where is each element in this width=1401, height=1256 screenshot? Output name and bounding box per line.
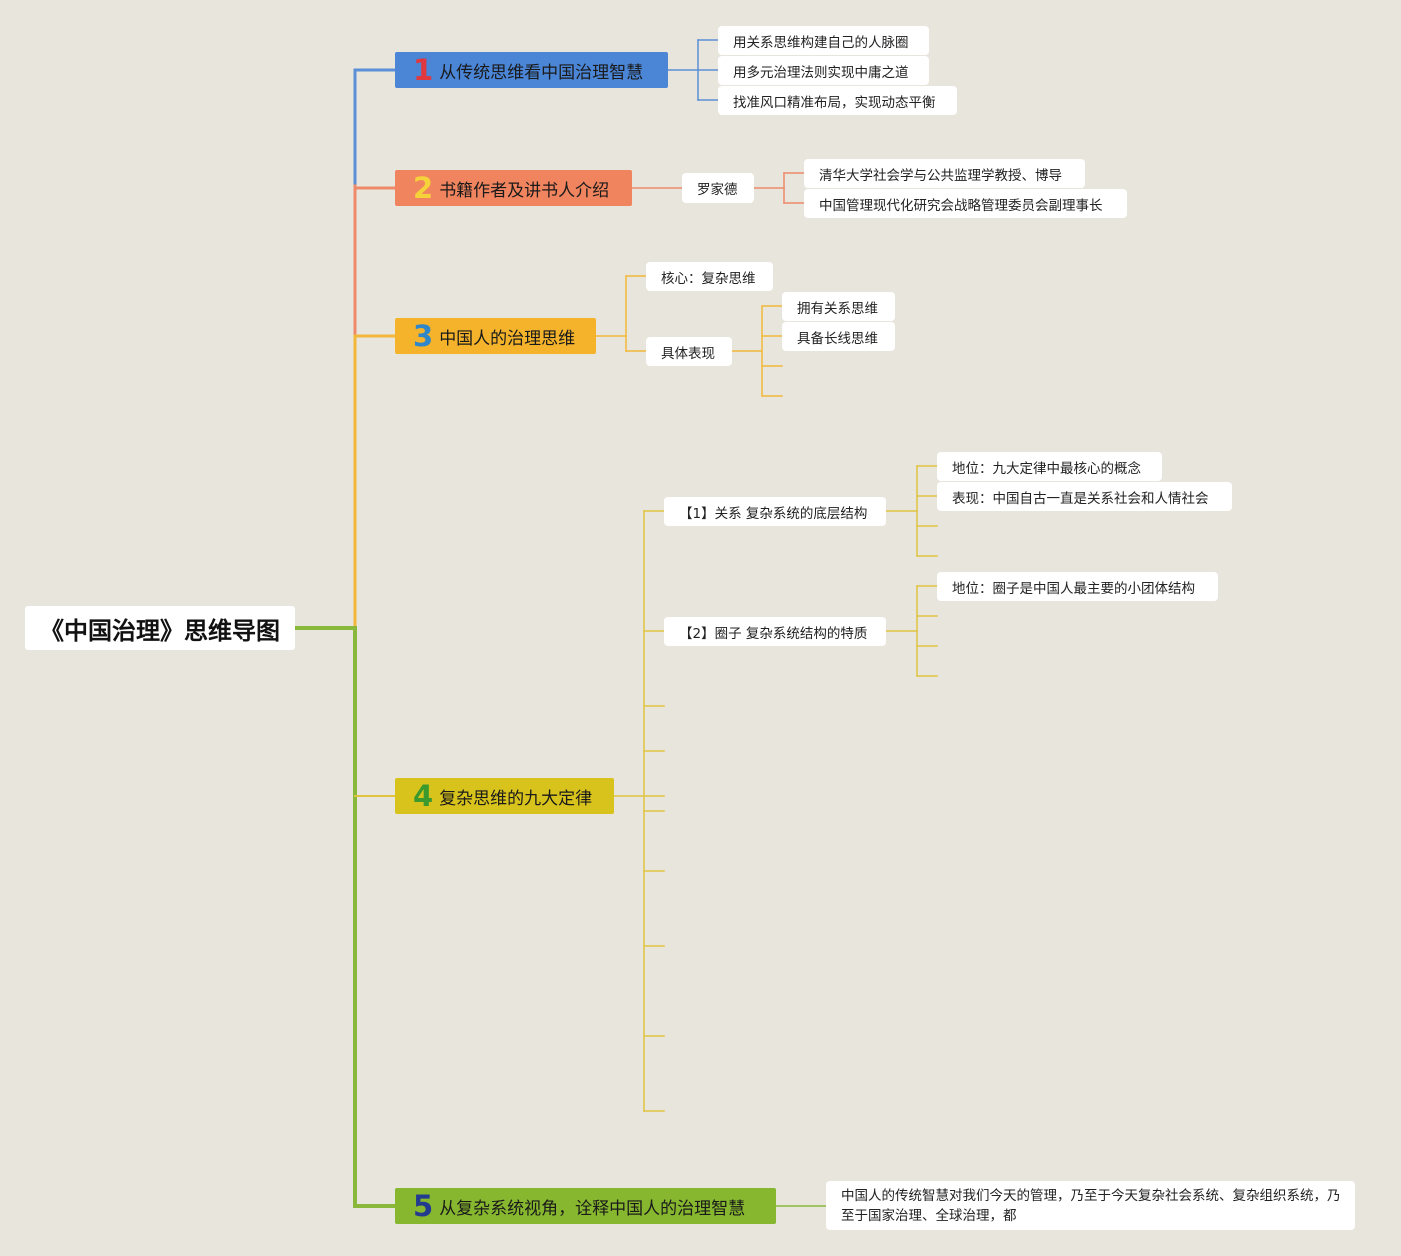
branch-3-core[interactable]: 核心：复杂思维 xyxy=(646,262,773,291)
branch-4-number: 4 xyxy=(413,778,434,813)
branch-2-author-detail-1[interactable]: 清华大学社会学与公共监理学教授、博导 xyxy=(804,159,1085,188)
branch-5-number: 5 xyxy=(413,1188,434,1223)
branch-4-law-1[interactable]: 【1】关系 复杂系统的底层结构 xyxy=(664,497,886,526)
branch-1-label: 从传统思维看中国治理智慧 xyxy=(439,62,644,83)
branch-4-law-2[interactable]: 【2】圈子 复杂系统结构的特质 xyxy=(664,617,886,646)
root-node[interactable]: 《中国治理》思维导图 xyxy=(25,606,295,650)
branch-1-leaf-2[interactable]: 用多元治理法则实现中庸之道 xyxy=(718,56,929,85)
branch-3-manifestation-1[interactable]: 拥有关系思维 xyxy=(782,292,895,321)
branch-1-number: 1 xyxy=(413,52,434,87)
branch-3-number: 3 xyxy=(413,318,434,353)
branch-4[interactable]: 4 复杂思维的九大定律 xyxy=(395,778,614,814)
branch-2-label: 书籍作者及讲书人介绍 xyxy=(439,180,610,201)
branch-3-label: 中国人的治理思维 xyxy=(439,328,576,349)
branch-3[interactable]: 3 中国人的治理思维 xyxy=(395,318,596,354)
branch-3-manifestation[interactable]: 具体表现 xyxy=(646,337,732,366)
branch-4-law-1-status[interactable]: 地位：九大定律中最核心的概念 xyxy=(937,452,1162,481)
branch-5[interactable]: 5 从复杂系统视角，诠释中国人的治理智慧 xyxy=(395,1188,776,1224)
branch-5-label: 从复杂系统视角，诠释中国人的治理智慧 xyxy=(439,1198,746,1219)
branch-4-label: 复杂思维的九大定律 xyxy=(439,788,593,809)
branch-2-author[interactable]: 罗家德 xyxy=(682,173,754,203)
branch-2-number: 2 xyxy=(413,170,434,205)
branch-4-law-1-expression[interactable]: 表现：中国自古一直是关系社会和人情社会 xyxy=(937,482,1232,511)
branch-4-law-2-status[interactable]: 地位：圈子是中国人最主要的小团体结构 xyxy=(937,572,1218,601)
branch-1[interactable]: 1 从传统思维看中国治理智慧 xyxy=(395,52,668,88)
branch-1-leaf-1[interactable]: 用关系思维构建自己的人脉圈 xyxy=(718,26,929,55)
branch-2-author-detail-2[interactable]: 中国管理现代化研究会战略管理委员会副理事长 xyxy=(804,189,1127,218)
branch-5-summary[interactable]: 中国人的传统智慧对我们今天的管理，乃至于今天复杂社会系统、复杂组织系统，乃至于国… xyxy=(826,1181,1355,1230)
branch-3-manifestation-2[interactable]: 具备长线思维 xyxy=(782,322,895,351)
branch-1-leaf-3[interactable]: 找准风口精准布局，实现动态平衡 xyxy=(718,86,957,115)
branch-2[interactable]: 2 书籍作者及讲书人介绍 xyxy=(395,170,632,206)
